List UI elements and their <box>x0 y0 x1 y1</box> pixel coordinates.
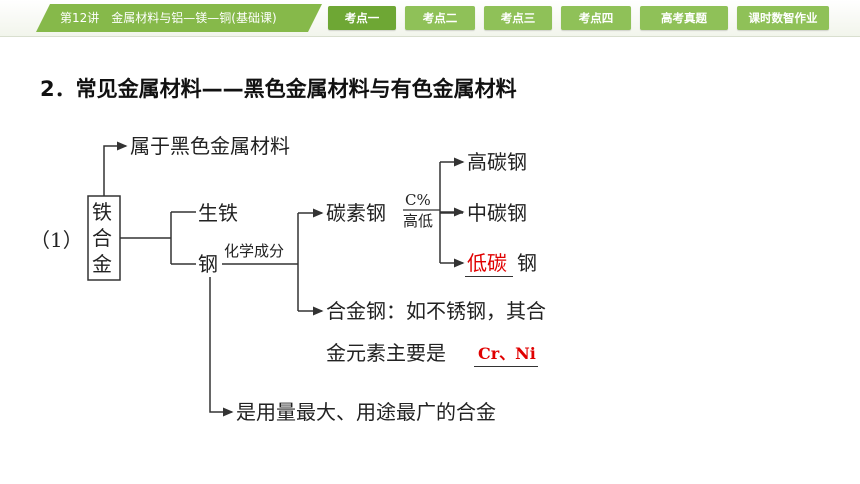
steel-label: 钢 <box>198 252 218 276</box>
carbon-steel-label: 碳素钢 <box>326 201 386 225</box>
tab-kaodian-3[interactable]: 考点三 <box>484 6 552 30</box>
high-carbon-steel: 高碳钢 <box>467 150 527 174</box>
alloy-steel-line-1: 合金钢：如不锈钢，其合 <box>326 299 546 323</box>
pig-iron-label: 生铁 <box>198 201 238 225</box>
root-char-2: 合 <box>92 226 112 250</box>
ferrous-metal-label: 属于黑色金属材料 <box>130 134 290 158</box>
low-carbon-suffix: 钢 <box>517 251 537 275</box>
top-navigation-bar: 第12讲 金属材料与铝—镁—铜(基础课) 考点一 考点二 考点三 考点四 高考真… <box>0 0 860 37</box>
lesson-title: 第12讲 金属材料与铝—镁—铜(基础课) <box>36 4 322 32</box>
high-low-label: 高低 <box>403 212 434 230</box>
alloy-elements-answer: Cr、Ni <box>478 344 536 363</box>
root-char-1: 铁 <box>92 200 112 224</box>
item-number: （1） <box>30 228 83 252</box>
low-carbon-underline <box>465 276 513 277</box>
tab-kaodian-4[interactable]: 考点四 <box>561 6 631 30</box>
tab-exam-questions[interactable]: 高考真题 <box>640 6 728 30</box>
medium-carbon-steel: 中碳钢 <box>467 201 527 225</box>
alloy-answer-underline <box>474 366 538 367</box>
alloy-steel-line-2: 金元素主要是 <box>326 341 446 365</box>
most-used-alloy-label: 是用量最大、用途最广的合金 <box>236 400 496 424</box>
tab-homework[interactable]: 课时数智作业 <box>737 6 829 30</box>
root-char-3: 金 <box>92 252 112 276</box>
chemical-composition-label: 化学成分 <box>224 242 285 260</box>
low-carbon-answer: 低碳 <box>467 251 507 275</box>
tab-kaodian-2[interactable]: 考点二 <box>405 6 475 30</box>
section-title: 2．常见金属材料——黑色金属材料与有色金属材料 <box>40 77 517 101</box>
carbon-percent-label: C% <box>405 191 431 209</box>
tab-kaodian-1[interactable]: 考点一 <box>328 6 396 30</box>
